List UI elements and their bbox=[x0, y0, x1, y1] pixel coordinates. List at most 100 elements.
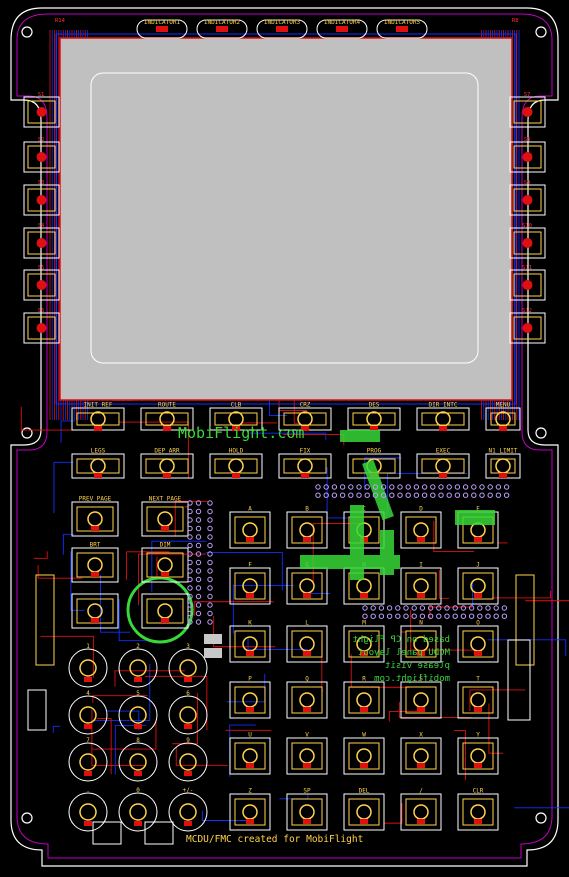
lsk-button[interactable] bbox=[23, 96, 60, 128]
header-pin bbox=[195, 593, 202, 600]
indicator-led bbox=[396, 26, 408, 32]
lsk-button[interactable] bbox=[509, 141, 546, 173]
key-footprint bbox=[214, 458, 258, 474]
alpha-key[interactable]: M bbox=[343, 620, 385, 663]
key-footprint bbox=[234, 630, 266, 658]
numeric-key[interactable]: +/- bbox=[168, 787, 208, 832]
alpha-key[interactable]: S bbox=[400, 676, 442, 719]
key-ring bbox=[87, 557, 103, 573]
function-key[interactable]: NEXT PAGE bbox=[141, 496, 189, 537]
key-label: DIM bbox=[160, 542, 171, 549]
lsk-button[interactable] bbox=[23, 184, 60, 216]
key-led bbox=[246, 593, 254, 598]
lsk-ref: S5 bbox=[38, 265, 45, 271]
alpha-key[interactable]: T bbox=[457, 676, 499, 719]
header-pin bbox=[485, 613, 491, 619]
alpha-key[interactable]: W bbox=[343, 732, 385, 775]
alpha-key[interactable]: B bbox=[286, 506, 328, 549]
numeric-key[interactable]: 2 bbox=[118, 643, 158, 688]
alpha-key[interactable]: SP bbox=[286, 788, 328, 831]
numeric-key[interactable]: 7 bbox=[68, 737, 108, 782]
function-key[interactable]: FIX bbox=[278, 448, 332, 479]
numeric-label: 6 bbox=[186, 690, 190, 697]
lsk-button[interactable] bbox=[509, 96, 546, 128]
alpha-key[interactable]: Y bbox=[457, 732, 499, 775]
numeric-key[interactable]: 9 bbox=[168, 737, 208, 782]
numeric-key[interactable]: 0 bbox=[118, 787, 158, 832]
key-ring bbox=[157, 603, 173, 619]
alpha-key[interactable]: DEL bbox=[343, 788, 385, 831]
key-ring bbox=[356, 692, 372, 708]
lsk-ref: S2 bbox=[38, 137, 45, 143]
numeric-ring bbox=[79, 753, 97, 771]
lsk-button[interactable] bbox=[509, 227, 546, 259]
indicator-label: INDICATOR4 bbox=[324, 19, 361, 26]
key-label: B bbox=[305, 506, 309, 513]
function-key[interactable]: HOLD bbox=[209, 448, 263, 479]
header-pin bbox=[487, 484, 493, 490]
alpha-key[interactable]: I bbox=[400, 562, 442, 605]
numeric-key[interactable]: 1 bbox=[68, 643, 108, 688]
function-key[interactable]: DIR INTC bbox=[416, 402, 470, 432]
lsk-button[interactable] bbox=[509, 184, 546, 216]
alpha-key[interactable]: D bbox=[400, 506, 442, 549]
alpha-key[interactable]: F bbox=[229, 562, 271, 605]
numeric-key[interactable]: 8 bbox=[118, 737, 158, 782]
numeric-outline bbox=[68, 695, 108, 735]
pin-headers bbox=[187, 484, 510, 658]
lsk-button[interactable] bbox=[509, 312, 546, 344]
key-label: PREV PAGE bbox=[79, 496, 112, 503]
function-key[interactable]: LEGS bbox=[71, 448, 125, 479]
lsk-button[interactable] bbox=[23, 312, 60, 344]
alpha-key[interactable]: K bbox=[229, 620, 271, 663]
function-key[interactable]: DEP ARR bbox=[140, 448, 194, 479]
lsk-button[interactable] bbox=[23, 227, 60, 259]
function-key[interactable]: BRT bbox=[71, 542, 119, 583]
trace bbox=[487, 639, 567, 657]
function-key[interactable]: ROUTE bbox=[140, 402, 194, 432]
numeric-key[interactable]: 5 bbox=[118, 690, 158, 735]
numeric-key[interactable]: 4 bbox=[68, 690, 108, 735]
alpha-key[interactable]: CLR bbox=[457, 788, 499, 831]
numeric-key[interactable]: 6 bbox=[168, 690, 208, 735]
alpha-key[interactable]: N bbox=[400, 620, 442, 663]
header-pin bbox=[411, 613, 417, 619]
header-pin bbox=[427, 605, 434, 611]
key-label: CLR bbox=[473, 788, 484, 795]
header-pin bbox=[452, 605, 458, 611]
alpha-key[interactable]: L bbox=[286, 620, 328, 663]
alpha-key[interactable]: Z bbox=[229, 788, 271, 831]
numeric-key[interactable]: . bbox=[68, 787, 108, 832]
alpha-key[interactable]: U bbox=[229, 732, 271, 775]
alpha-key[interactable]: Q bbox=[286, 676, 328, 719]
lsk-button[interactable] bbox=[23, 269, 60, 301]
alpha-key[interactable]: O bbox=[457, 620, 499, 663]
key-ring bbox=[470, 692, 486, 708]
key-label: FIX bbox=[300, 448, 311, 455]
function-key[interactable]: CRZ bbox=[278, 402, 332, 432]
function-key[interactable]: DIM bbox=[141, 542, 189, 583]
function-key[interactable]: CLB bbox=[209, 402, 263, 432]
function-key[interactable]: INIT REF bbox=[71, 402, 125, 432]
function-key[interactable]: N1 LIMIT bbox=[485, 448, 521, 479]
function-key[interactable] bbox=[71, 593, 119, 629]
lsk-button[interactable] bbox=[509, 269, 546, 301]
alpha-key[interactable]: A bbox=[229, 506, 271, 549]
function-key[interactable] bbox=[141, 593, 189, 629]
numeric-key[interactable]: 3 bbox=[168, 643, 208, 688]
key-label: I bbox=[419, 562, 423, 569]
alpha-key[interactable]: P bbox=[229, 676, 271, 719]
alpha-key[interactable]: J bbox=[457, 562, 499, 605]
key-footprint bbox=[462, 686, 494, 714]
function-key[interactable]: EXEC bbox=[416, 448, 470, 479]
lsk-ref: S1 bbox=[38, 92, 45, 98]
function-key[interactable]: PREV PAGE bbox=[71, 496, 119, 537]
alpha-key[interactable]: / bbox=[400, 788, 442, 831]
lsk-button[interactable] bbox=[23, 141, 60, 173]
function-key[interactable]: DES bbox=[347, 402, 401, 432]
function-key[interactable]: MENU bbox=[485, 402, 521, 432]
alpha-key[interactable]: R bbox=[343, 676, 385, 719]
alpha-key[interactable]: V bbox=[286, 732, 328, 775]
alpha-key[interactable]: X bbox=[400, 732, 442, 775]
header-pin bbox=[207, 534, 213, 540]
